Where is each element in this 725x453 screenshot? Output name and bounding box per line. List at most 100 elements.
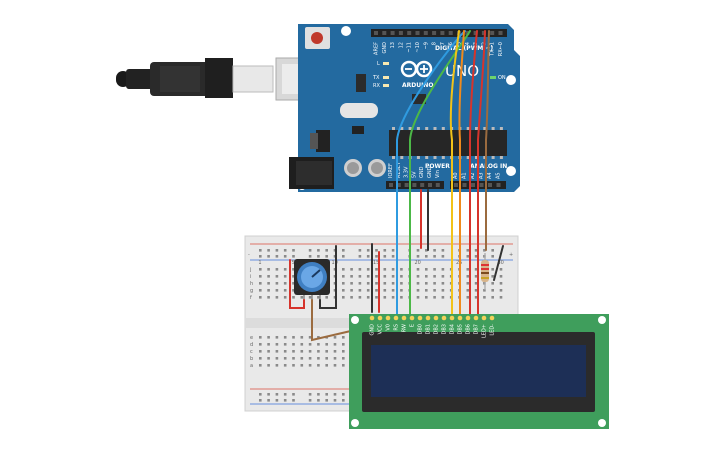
power-pin-label: Vin: [435, 170, 441, 178]
pin-label: TX→1: [490, 42, 496, 57]
power-pin-label: 5V: [411, 171, 417, 178]
lcd-pin-label: RW: [402, 324, 408, 332]
rail-minus-label: -: [248, 252, 250, 258]
header-pin: [465, 31, 470, 35]
lcd-pin: [401, 315, 407, 321]
led-tx-label: TX: [372, 75, 380, 81]
header-pin: [440, 31, 445, 35]
lcd-pin-label: LED-: [490, 324, 496, 336]
lcd-pin-label: RS: [394, 324, 400, 331]
lcd-pin: [369, 315, 375, 321]
wire-yellow: [449, 30, 460, 319]
row-letter: b: [250, 356, 253, 362]
lcd-pin-label: DB2: [434, 324, 440, 334]
wire-red-digital: [469, 30, 478, 319]
lcd-pin-label: GND: [370, 324, 376, 336]
lcd-pin: [489, 315, 495, 321]
digital-header: [371, 29, 507, 37]
wire-red-rail-left: [289, 259, 305, 309]
wire-black-rail-left: [319, 245, 337, 309]
digital-section-label: DIGITAL (PWM ~): [435, 45, 493, 52]
lcd-pin: [385, 315, 391, 321]
pin-label: AREF: [374, 42, 380, 55]
header-pin: [398, 31, 403, 35]
lcd-pin: [465, 315, 471, 321]
power-pin-label: IOREF: [388, 163, 394, 178]
wire-red-digital-2: [477, 30, 486, 319]
header-pin: [374, 31, 378, 35]
header-pin: [432, 31, 437, 35]
col-number: 15: [373, 260, 379, 266]
header-pin: [448, 31, 453, 35]
lcd-pin: [473, 315, 479, 321]
usb-cable: [116, 57, 329, 101]
header-pin: [423, 31, 428, 35]
wire-orange: [458, 30, 465, 319]
lcd-pin: [377, 315, 383, 321]
lcd-pin-label: DB6: [466, 324, 472, 334]
lcd-pin: [457, 315, 463, 321]
row-letter: j: [249, 267, 251, 273]
pin-label: 8: [432, 42, 438, 45]
analog-pin-label: A4: [487, 172, 493, 179]
lcd-pin-label: V0: [386, 324, 392, 331]
lcd-pin-label: DB3: [442, 324, 448, 334]
lcd-pin: [417, 315, 423, 321]
pin-label: 12: [398, 42, 404, 48]
arduino-logo-icon: [400, 60, 433, 78]
led-rx-label: RX: [373, 83, 380, 89]
rail-plus-label: +: [509, 252, 513, 258]
lcd-pin-label: DB4: [450, 324, 456, 334]
power-pin-label: GND: [427, 166, 433, 178]
row-letter: i: [250, 274, 251, 280]
row-letter: f: [250, 295, 252, 301]
lcd-pin-label: DB7: [474, 324, 480, 334]
power-section-label: POWER: [425, 163, 450, 170]
col-number: 10: [332, 260, 338, 266]
pin-label: 4: [465, 42, 471, 45]
pin-label: 7: [440, 42, 446, 45]
header-pin: [481, 31, 486, 35]
lcd-pin: [425, 315, 431, 321]
row-letter: h: [250, 281, 253, 287]
lcd-pin-label: DB1: [426, 324, 432, 334]
col-number: 5: [292, 260, 295, 266]
lcd-pin: [441, 315, 447, 321]
wires: [289, 30, 504, 342]
header-pin: [390, 31, 395, 35]
atmega-chip: [389, 130, 507, 156]
brand-label: ARDUINO: [402, 82, 433, 89]
header-pin: [498, 31, 503, 35]
row-letter: a: [250, 363, 253, 369]
lcd-pin-label: E: [410, 324, 416, 327]
col-number: 1: [258, 260, 261, 266]
power-pin-label: 3.3V: [404, 166, 410, 178]
col-number: 20: [415, 260, 421, 266]
header-pin: [407, 31, 412, 35]
pin-label: RX←0: [498, 42, 504, 56]
analog-pin-label: A3: [479, 172, 485, 179]
lcd-pin-label: VCC: [378, 323, 384, 334]
row-letter: e: [250, 335, 253, 341]
analog-pin-label: A0: [453, 172, 459, 179]
lcd-screen: [371, 345, 586, 397]
pin-label: GND: [382, 42, 388, 54]
col-number: 30: [498, 260, 504, 266]
resistor: [481, 253, 489, 290]
pin-label: ~9: [423, 42, 429, 49]
lcd-pin-label: DB0: [418, 324, 424, 334]
lcd-pin-label: DB5: [458, 324, 464, 334]
potentiometer: [294, 259, 330, 300]
row-letter: c: [250, 349, 253, 355]
row-letter: g: [250, 288, 253, 294]
wire-black-right: [493, 245, 504, 281]
power-pin-label: GND: [419, 166, 425, 178]
lcd-pin-label: LED+: [482, 324, 488, 338]
lcd-pin: [481, 315, 487, 321]
pin-label: ~10: [415, 42, 421, 53]
lcd-pin: [433, 315, 439, 321]
lcd-pin: [449, 315, 455, 321]
header-pin: [490, 31, 495, 35]
